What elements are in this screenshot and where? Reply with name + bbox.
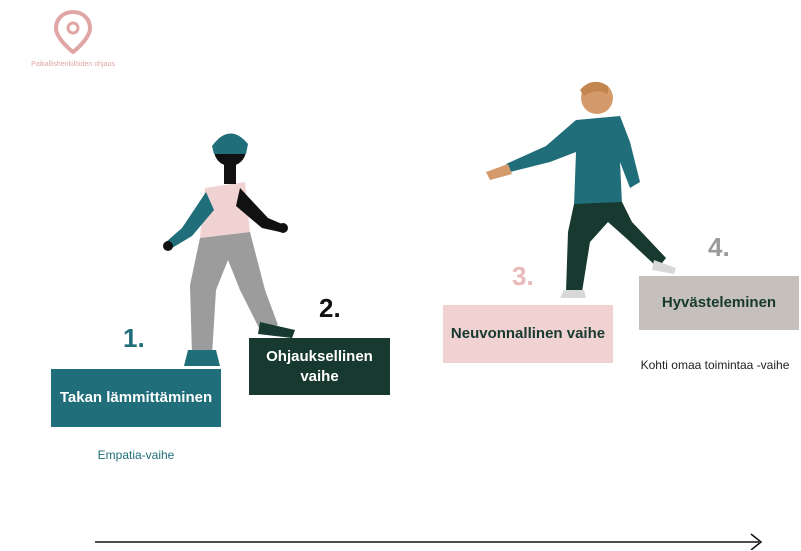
step-4-number: 4. xyxy=(708,232,730,262)
step-3-box: Neuvonnallinen vaihe xyxy=(443,305,613,363)
step-1-subtitle: Empatia-vaihe xyxy=(97,448,175,462)
step-4-title: Hyvästeleminen xyxy=(661,294,777,311)
long-right-arrow-icon xyxy=(95,533,763,550)
step-1-number: 1. xyxy=(123,323,145,353)
step-2-box: Ohjauksellinen vaihe xyxy=(249,338,390,395)
logo: Paikallishenkilöiden ohjaus xyxy=(8,9,138,69)
climbing-person-illustration xyxy=(163,133,295,366)
step-3-title: Neuvonnallinen vaihe xyxy=(450,325,606,342)
helping-person-illustration xyxy=(486,81,676,298)
step-2-title: Ohjauksellinen vaihe xyxy=(266,347,373,385)
location-pin-icon xyxy=(53,9,93,55)
step-3-number: 3. xyxy=(512,261,534,291)
logo-text: Paikallishenkilöiden ohjaus xyxy=(31,61,115,68)
step-1-box: Takan lämmittäminen xyxy=(51,369,221,427)
step-4-subtitle: Kohti omaa toimintaa -vaihe xyxy=(640,358,790,372)
step-1-title: Takan lämmittäminen xyxy=(59,389,213,406)
step-4-box: Hyvästeleminen xyxy=(639,276,799,330)
step-2-number: 2. xyxy=(319,293,341,323)
